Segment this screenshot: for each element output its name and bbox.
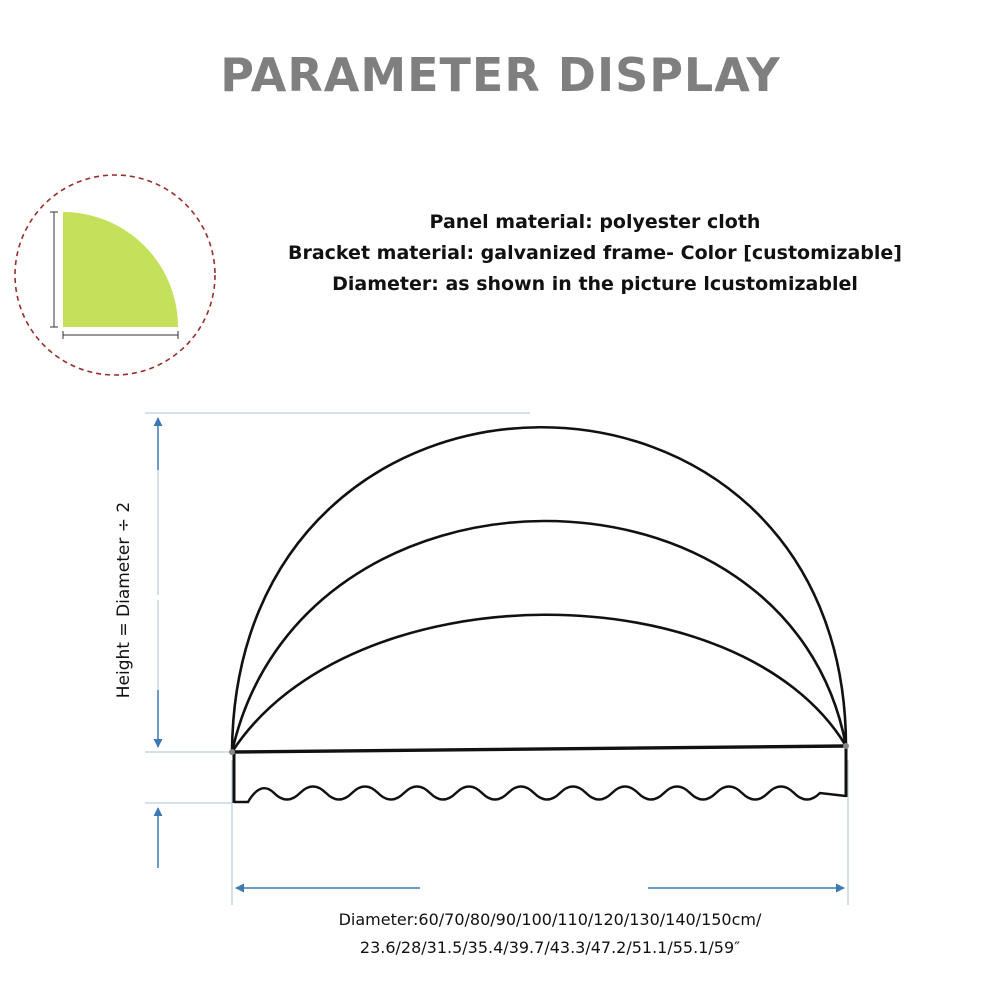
height-formula-label: Height = Diameter ÷ 2 (114, 501, 134, 699)
quarter-panel-shape (63, 212, 178, 327)
awning-frame (230, 426, 848, 804)
diameter-caption-cm: Diameter:60/70/80/90/100/110/120/130/140… (338, 910, 762, 929)
page-title: PARAMETER DISPLAY (220, 48, 781, 102)
inner-arch (230, 613, 848, 753)
middle-arch (230, 519, 848, 753)
spec-diameter: Diameter: as shown in the picture lcusto… (332, 273, 858, 295)
outer-arch (230, 426, 848, 753)
dashed-circle-border (14, 174, 216, 376)
spec-list: Panel material: polyester cloth Bracket … (255, 207, 935, 300)
spec-panel-material: Panel material: polyester cloth (429, 211, 761, 233)
top-view-thumbnail (14, 174, 216, 376)
base-bar (231, 744, 847, 754)
diameter-caption-inch: 23.6/28/31.5/35.4/39.7/43.3/47.2/51.1/55… (359, 938, 741, 957)
spec-bracket-material: Bracket material: galvanized frame- Colo… (288, 242, 902, 264)
scalloped-valance (234, 785, 847, 804)
diameter-caption: Diameter:60/70/80/90/100/110/120/130/140… (200, 906, 900, 962)
dimension-guides (145, 412, 849, 905)
